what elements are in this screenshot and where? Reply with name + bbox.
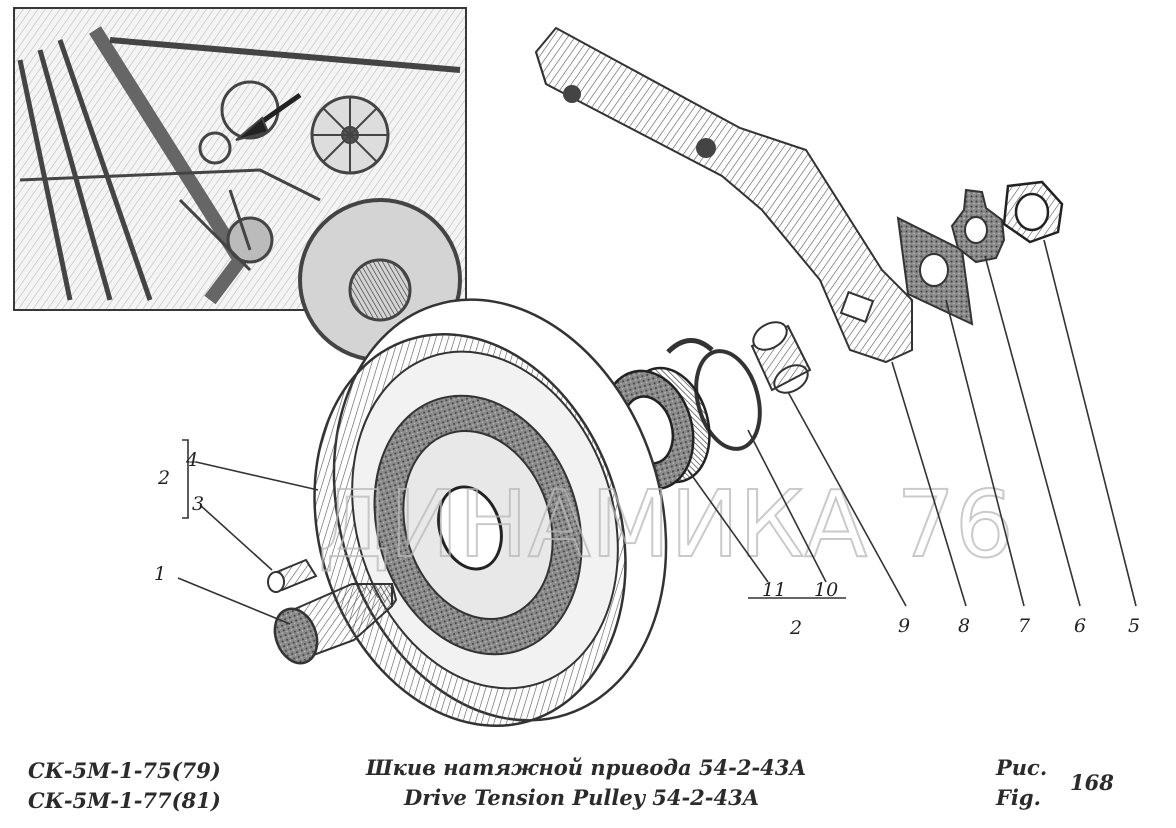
callout-11: 11 [762,579,786,601]
leader-lines [177,239,1137,625]
callout-1: 1 [154,563,166,585]
title-russian: Шкив натяжной привода 54-2-43А [366,755,807,780]
spacer-sleeve [750,321,812,394]
tension-pulley-wheel [313,298,668,728]
snap-ring [666,338,714,354]
callout-4: 4 [185,449,198,471]
callout-9: 9 [898,615,910,637]
location-inset [13,7,467,362]
callout-5: 5 [1128,615,1140,637]
callout-8: 8 [958,615,970,637]
callout-2-left: 2 [157,467,170,489]
figure-label-english: Fig. [996,785,1041,810]
watermark: ДИНАМИКА 76 [318,471,1014,578]
model-code-line-1: СК-5М-1-75(79) [28,758,221,783]
axle-pin [273,583,398,665]
callout-10: 10 [814,579,838,601]
callout-6: 6 [1074,615,1086,637]
callout-7: 7 [1018,615,1031,637]
lock-washer [950,188,1006,264]
model-code-line-2: СК-5М-1-77(81) [28,788,221,813]
figure-label-russian: Рис. [996,755,1048,780]
hex-nut [1002,180,1064,244]
figure-number: 168 [1070,770,1114,795]
tension-arm-bracket [534,26,913,364]
plate-washer [896,216,974,326]
title-english: Drive Tension Pulley 54-2-43A [404,785,760,810]
grease-nipple [267,558,318,593]
callout-3: 3 [192,493,204,515]
callout-2-bottom: 2 [789,617,802,639]
